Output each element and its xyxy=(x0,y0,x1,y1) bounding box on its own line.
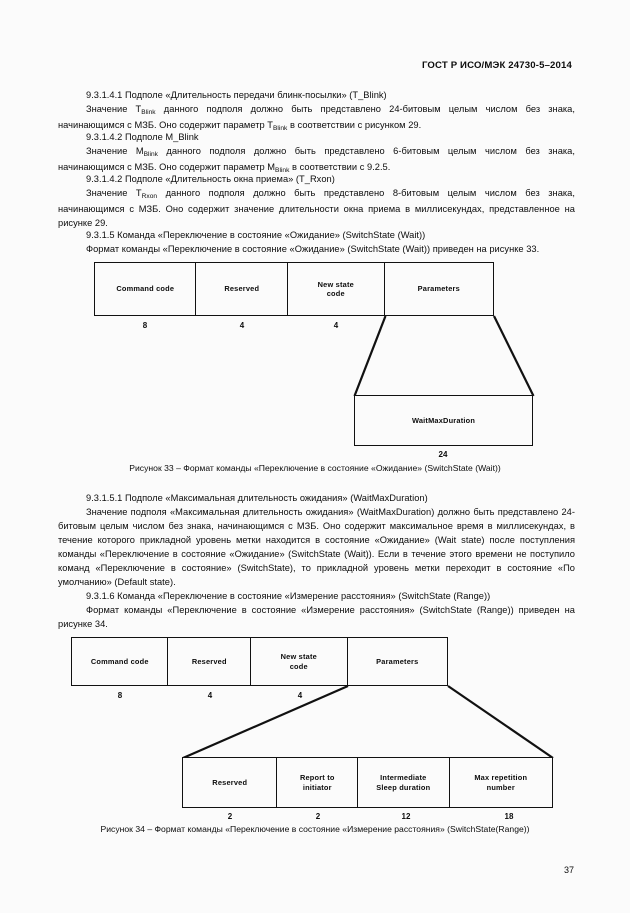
figure-34-caption: Рисунок 34 – Формат команды «Переключени… xyxy=(100,824,530,834)
figure-33-cell-waitmaxduration: WaitMaxDuration xyxy=(355,396,532,445)
figure-34-width-reserved: 2 xyxy=(227,812,233,821)
figure-34-width-intermediate-sleep-duration: 12 xyxy=(401,812,411,821)
figure-34-cell-reserved: Reserved xyxy=(183,758,278,807)
figure-34-connector xyxy=(182,684,554,760)
figure-33-cell-parameters: Parameters xyxy=(385,263,493,315)
subscript-blink: Blink xyxy=(272,125,288,133)
subscript-blink: Blink xyxy=(141,109,156,116)
text-frag: Значение M xyxy=(86,146,144,156)
section-body-9-3-1-5: Формат команды «Переключение в состояние… xyxy=(86,244,540,254)
figure-33-caption: Рисунок 33 – Формат команды «Переключени… xyxy=(129,463,501,473)
document-header: ГОСТ Р ИСО/МЭК 24730-5–2014 xyxy=(421,60,572,71)
figure-34-width-command-code: 8 xyxy=(117,691,123,700)
page-number: 37 xyxy=(563,865,574,875)
figure-34-width-reserved: 4 xyxy=(207,691,213,700)
figure-34-cell-reserved: Reserved xyxy=(168,638,252,685)
cell-label: Reserved xyxy=(212,777,248,787)
figure-34-width-report-to-initiator: 2 xyxy=(315,812,321,821)
text-frag: данного подполя должно быть представлено… xyxy=(58,188,575,229)
cell-label: Command code xyxy=(116,284,175,294)
cell-label: Reserved xyxy=(224,284,260,294)
section-body-9-3-1-4-1: Значение TBlink данного подполя должно б… xyxy=(58,102,575,134)
text-frag: в соответствии с 9.2.5. xyxy=(289,162,391,173)
subscript-rxon: Rxon xyxy=(141,193,158,200)
figure-33-width-command-code: 8 xyxy=(142,321,148,330)
text-frag: данного подполя должно быть представлено… xyxy=(58,146,575,173)
section-heading-9-3-1-5-1: 9.3.1.5.1 Подполе «Максимальная длительн… xyxy=(86,493,428,503)
cell-label: Reserved xyxy=(191,656,227,666)
figure-33-width-new-state-code: 4 xyxy=(333,321,339,330)
figure-33-cell-reserved: Reserved xyxy=(196,263,289,315)
figure-34-width-new-state-code: 4 xyxy=(297,691,303,700)
section-body-9-3-1-4-2-mblink: Значение MBlink данного подполя должно б… xyxy=(58,144,575,176)
text-frag: Значение T xyxy=(86,188,142,198)
section-heading-9-3-1-4-2-mblink: 9.3.1.4.2 Подполе M_Blink xyxy=(86,132,199,142)
cell-label: Command code xyxy=(90,656,149,666)
subscript-blink: Blink xyxy=(275,167,290,175)
figure-33-detail-row: WaitMaxDuration xyxy=(354,395,533,446)
figure-34-width-max-repetition-number: 18 xyxy=(504,812,514,821)
cell-label: Parameters xyxy=(376,656,419,666)
figure-33-cell-command-code: Command code xyxy=(95,263,197,315)
figure-33-width-reserved: 4 xyxy=(239,321,245,330)
cell-label: Parameters xyxy=(417,284,460,294)
section-heading-9-3-1-4-2-trxon: 9.3.1.4.2 Подполе «Длительность окна при… xyxy=(86,174,335,184)
text-frag: данного подполя должно быть представлено… xyxy=(58,104,575,131)
section-body-9-3-1-4-2-trxon: Значение TRxon данного подполя должно бы… xyxy=(58,186,575,230)
cell-label: WaitMaxDuration xyxy=(411,415,476,425)
subscript-blink: Blink xyxy=(143,151,158,158)
figure-34-cell-command-code: Command code xyxy=(72,638,169,685)
section-heading-9-3-1-6: 9.3.1.6 Команда «Переключение в состояни… xyxy=(86,591,491,601)
text-frag: в соответствии с рисунком 29. xyxy=(287,120,422,131)
figure-33-width-waitmaxduration: 24 xyxy=(438,450,448,459)
section-body-9-3-1-6: Формат команды «Переключение в состояние… xyxy=(58,605,575,630)
text-frag: Значение T xyxy=(86,104,142,114)
figure-34-cell-parameters: Parameters xyxy=(348,638,447,685)
figure-33-connector xyxy=(353,315,535,397)
section-heading-9-3-1-5: 9.3.1.5 Команда «Переключение в состояни… xyxy=(86,230,426,240)
section-heading-9-3-1-4-1: 9.3.1.4.1 Подполе «Длительность передачи… xyxy=(86,90,387,100)
section-body-9-3-1-5-1: Значение подполя «Максимальная длительно… xyxy=(58,507,575,588)
